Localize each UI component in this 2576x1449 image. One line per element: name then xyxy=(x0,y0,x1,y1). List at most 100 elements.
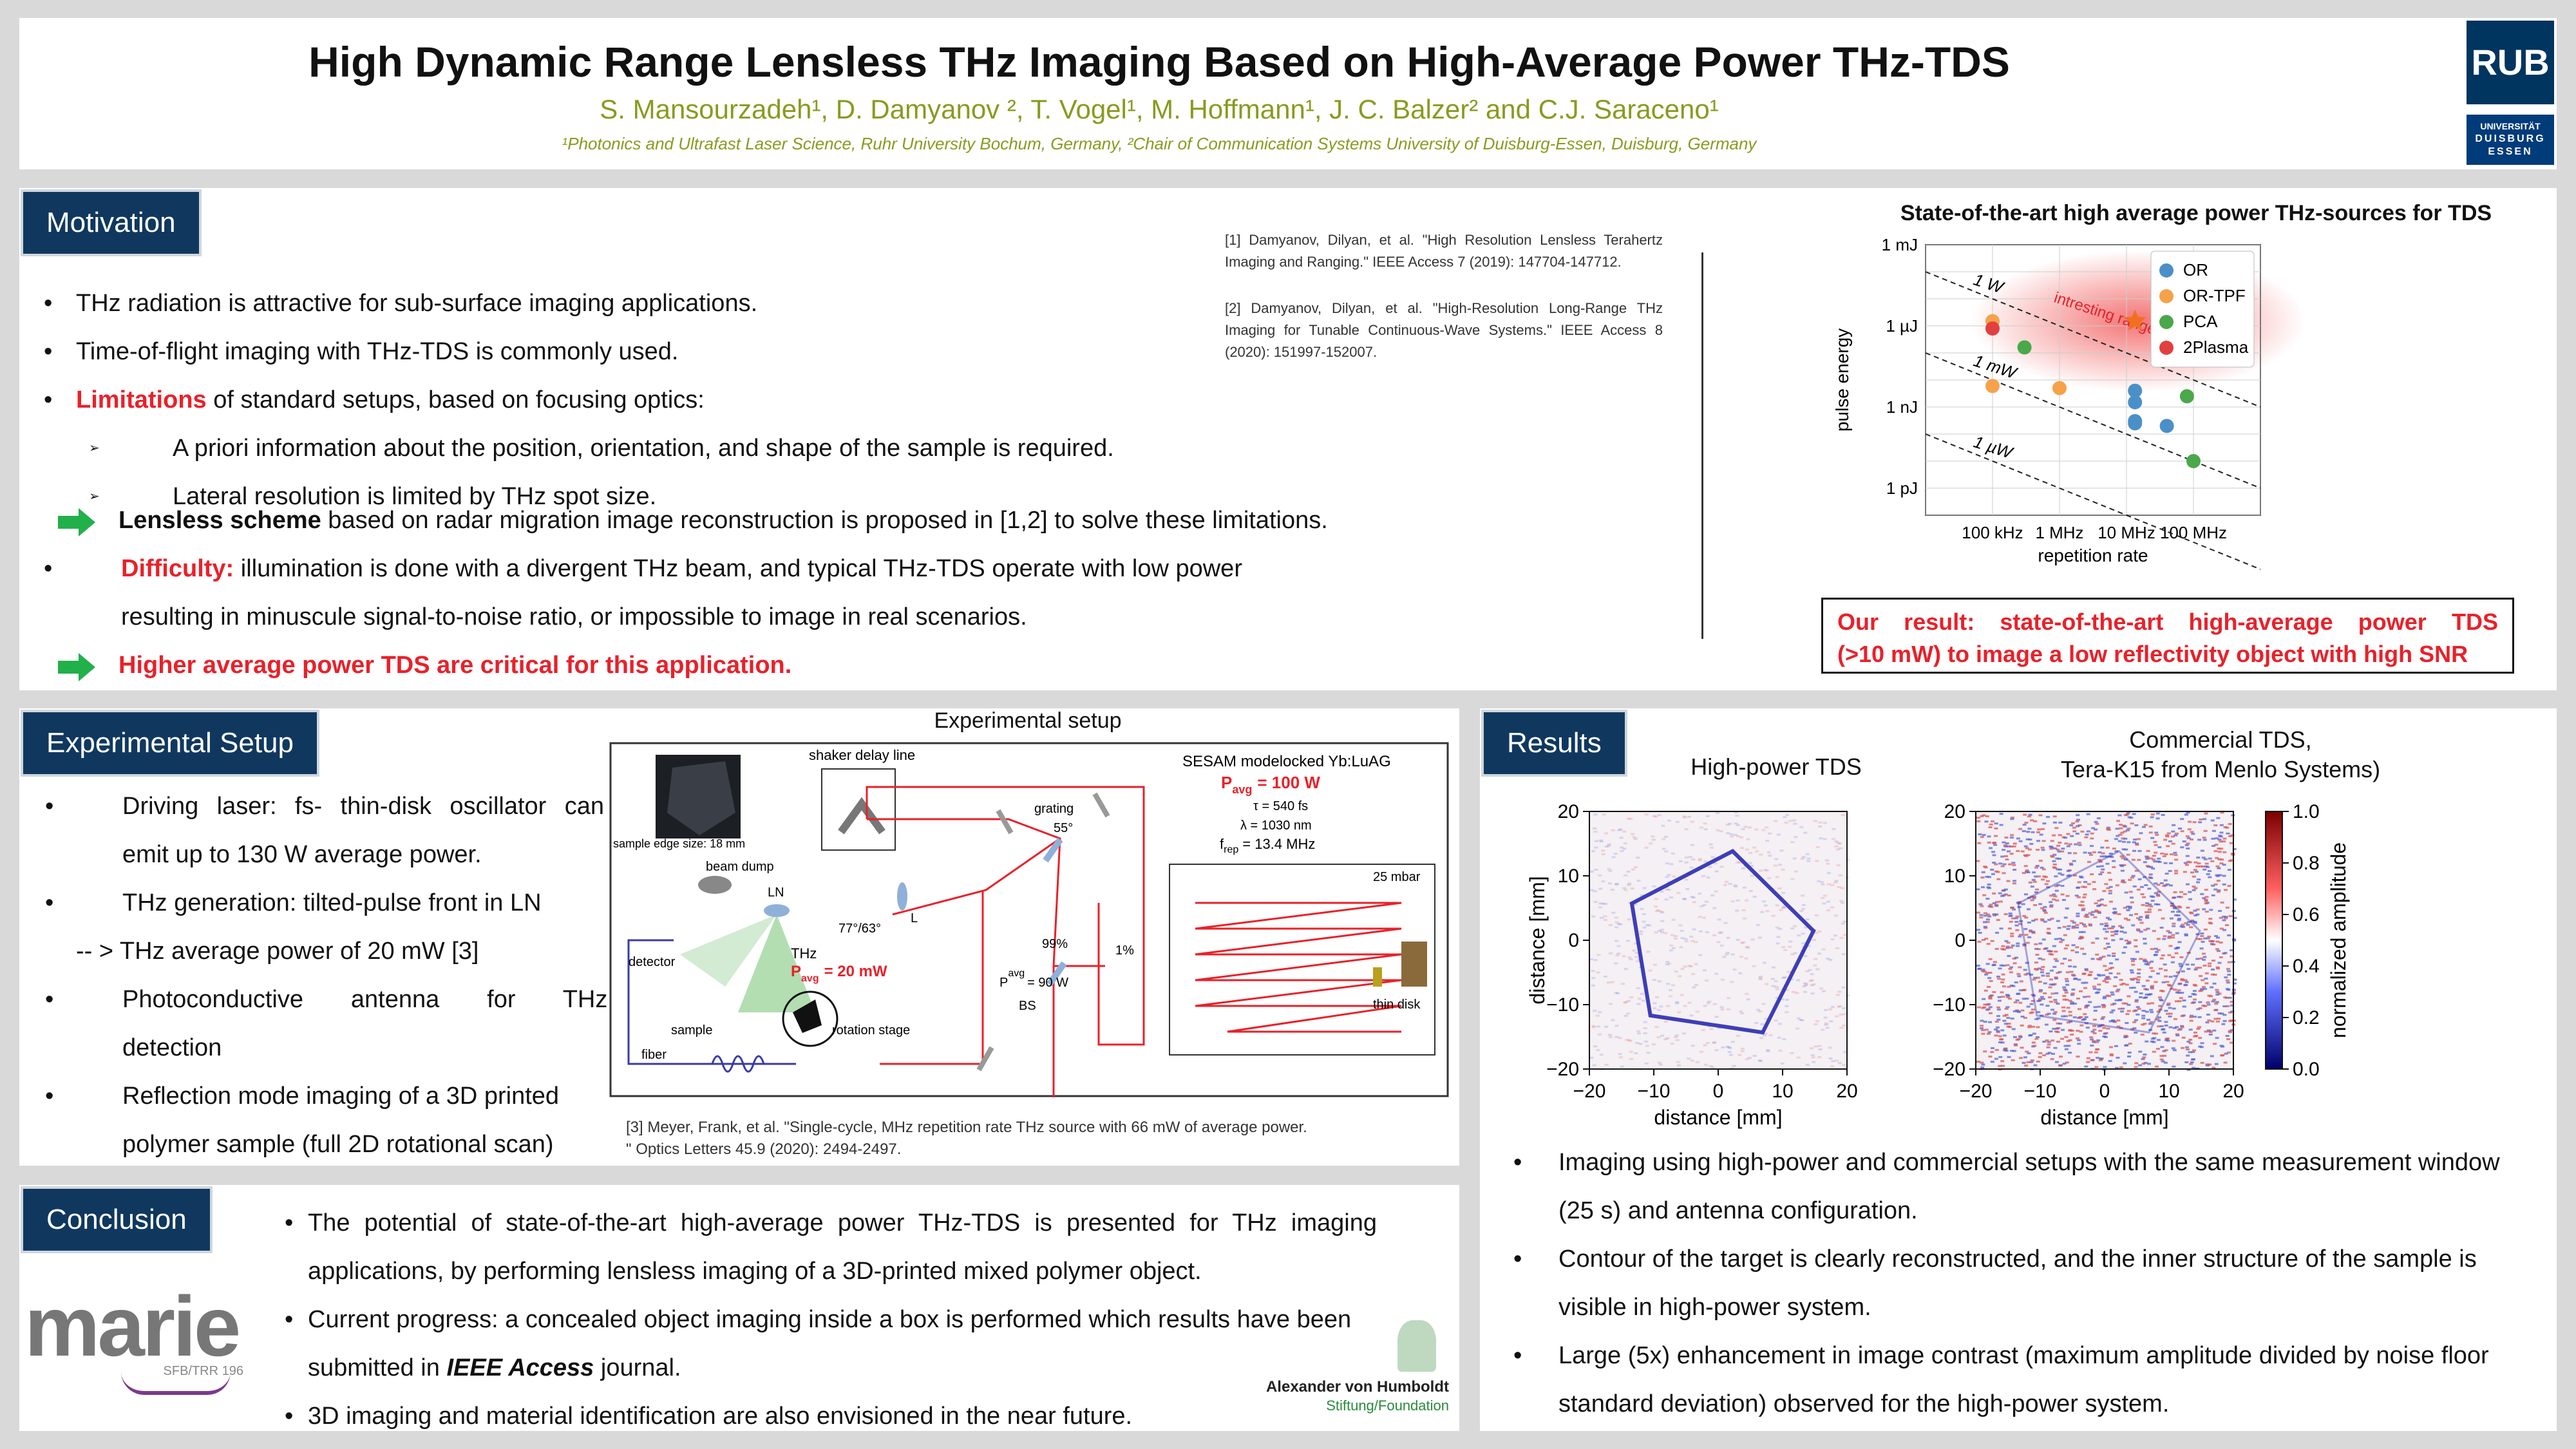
noise-pixel xyxy=(2123,1036,2128,1039)
noise-pixel xyxy=(2232,982,2237,985)
noise-pixel xyxy=(2068,965,2072,968)
noise-pixel xyxy=(2034,918,2038,921)
noise-pixel xyxy=(1709,846,1714,849)
label-shaker: shaker delay line xyxy=(809,747,915,763)
noise-pixel xyxy=(2136,978,2141,981)
noise-pixel xyxy=(2023,845,2028,848)
noise-pixel xyxy=(1977,968,1982,971)
noise-pixel xyxy=(1591,1025,1596,1027)
noise-pixel xyxy=(2009,966,2014,969)
noise-pixel xyxy=(2216,936,2221,939)
noise-pixel xyxy=(2119,979,2123,981)
noise-pixel xyxy=(2192,875,2196,878)
noise-pixel xyxy=(2030,1059,2034,1062)
noise-pixel xyxy=(2198,1007,2202,1010)
noise-pixel xyxy=(1607,882,1612,885)
noise-pixel xyxy=(1994,1057,1998,1060)
noise-pixel xyxy=(2150,948,2154,951)
noise-pixel xyxy=(1614,916,1618,919)
noise-pixel xyxy=(2226,981,2230,984)
noise-pixel xyxy=(1707,1000,1712,1003)
noise-pixel xyxy=(1826,958,1830,960)
noise-pixel xyxy=(2012,882,2016,885)
noise-pixel xyxy=(2084,1016,2088,1018)
noise-pixel xyxy=(1746,947,1750,949)
noise-pixel xyxy=(1833,934,1837,937)
noise-pixel xyxy=(2184,844,2189,846)
noise-pixel xyxy=(2181,923,2185,926)
noise-pixel xyxy=(1976,929,1980,931)
noise-pixel xyxy=(2041,998,2045,1000)
noise-pixel xyxy=(2029,1061,2034,1063)
noise-pixel xyxy=(1665,876,1669,878)
y-tick-label: −10 xyxy=(1546,994,1579,1016)
noise-pixel xyxy=(1714,870,1719,873)
noise-pixel xyxy=(1745,1058,1749,1061)
noise-pixel xyxy=(2040,866,2044,869)
noise-pixel xyxy=(1980,905,1984,907)
noise-pixel xyxy=(1705,815,1710,817)
noise-pixel xyxy=(1734,822,1738,825)
noise-pixel xyxy=(2008,912,2012,914)
noise-pixel xyxy=(2217,867,2221,869)
noise-pixel xyxy=(2076,896,2081,898)
noise-pixel xyxy=(1759,1037,1764,1039)
noise-pixel xyxy=(2114,999,2119,1001)
noise-pixel xyxy=(1671,918,1676,921)
noise-pixel xyxy=(1629,996,1634,999)
x-tick-label: 10 xyxy=(1772,1081,1793,1102)
noise-pixel xyxy=(2068,999,2072,1002)
noise-pixel xyxy=(1677,1064,1681,1066)
power-line-label: 1 µW xyxy=(1971,432,2016,463)
noise-pixel xyxy=(2116,1019,2121,1022)
noise-pixel xyxy=(2129,914,2134,916)
noise-pixel xyxy=(2022,944,2027,947)
noise-pixel xyxy=(2180,1015,2184,1018)
noise-pixel xyxy=(1720,1008,1725,1010)
noise-pixel xyxy=(2172,896,2177,899)
noise-pixel xyxy=(1783,816,1787,819)
noise-pixel xyxy=(1621,983,1625,985)
noise-pixel xyxy=(1828,959,1833,961)
lensless-label: Lensless scheme xyxy=(118,507,321,534)
noise-pixel xyxy=(2029,1003,2034,1005)
noise-pixel xyxy=(2022,1061,2026,1064)
noise-pixel xyxy=(2098,1025,2103,1027)
noise-pixel xyxy=(2024,934,2029,936)
noise-pixel xyxy=(1626,871,1631,873)
noise-pixel xyxy=(2200,1061,2204,1064)
noise-pixel xyxy=(1719,866,1724,868)
noise-pixel xyxy=(2063,1045,2068,1047)
noise-pixel xyxy=(1589,1057,1594,1059)
noise-pixel xyxy=(2012,864,2016,866)
noise-pixel xyxy=(1989,980,1993,982)
noise-pixel xyxy=(2041,938,2046,941)
noise-pixel xyxy=(2037,967,2041,970)
noise-pixel xyxy=(1761,1003,1766,1005)
noise-pixel xyxy=(2211,884,2215,887)
image1-title: High-power TDS xyxy=(1690,753,1862,780)
noise-pixel xyxy=(1710,1066,1715,1069)
noise-pixel xyxy=(2190,871,2194,874)
noise-pixel xyxy=(1837,990,1842,993)
noise-pixel xyxy=(1726,936,1730,939)
noise-pixel xyxy=(2011,1059,2015,1061)
noise-pixel xyxy=(2171,934,2175,936)
noise-pixel xyxy=(2010,1018,2014,1020)
data-point xyxy=(2052,381,2067,395)
noise-pixel xyxy=(2029,842,2034,845)
frep-subscript: rep xyxy=(1224,844,1238,855)
noise-pixel xyxy=(2021,903,2025,905)
noise-pixel xyxy=(2213,824,2218,827)
setup-diagram: shaker delay line SESAM modelocked Yb:Lu… xyxy=(609,742,1449,1097)
noise-pixel xyxy=(1750,875,1754,877)
noise-pixel xyxy=(2012,1010,2017,1012)
noise-pixel xyxy=(2157,857,2161,860)
noise-pixel xyxy=(2134,990,2138,993)
noise-pixel xyxy=(1792,990,1796,993)
noise-pixel xyxy=(2141,1023,2145,1026)
noise-pixel xyxy=(2096,866,2101,868)
y-tick-label: −20 xyxy=(1933,1059,1965,1080)
noise-pixel xyxy=(2148,831,2153,834)
noise-pixel xyxy=(2213,1043,2217,1045)
